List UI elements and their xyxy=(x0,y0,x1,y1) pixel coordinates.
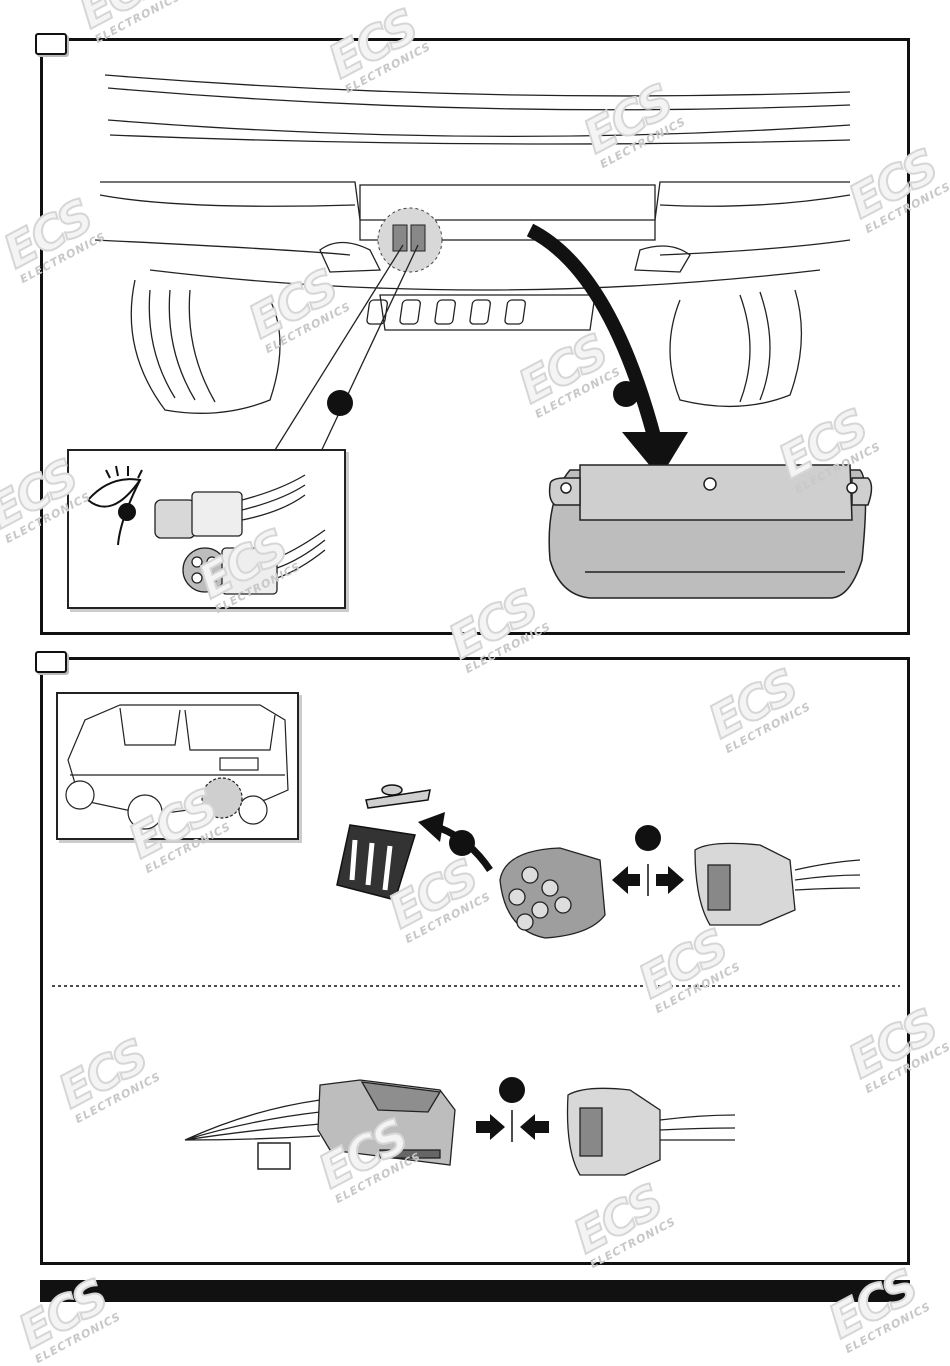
marker-1 xyxy=(449,830,475,856)
eye-icon xyxy=(87,465,143,546)
step-1-number-tab xyxy=(35,33,67,55)
tow-bar-cover xyxy=(548,464,873,599)
vehicle-overview xyxy=(65,704,289,830)
footer-bar xyxy=(40,1280,910,1302)
marker-3 xyxy=(499,1077,525,1103)
inset-leader-line-right xyxy=(317,244,419,459)
curved-arrow-icon xyxy=(526,223,688,478)
rear-wheels xyxy=(130,279,803,414)
marker-2 xyxy=(635,825,661,851)
connector-location-highlight xyxy=(377,207,443,273)
connect-arrows-icon xyxy=(476,1110,549,1142)
flat-connector-top xyxy=(694,842,861,926)
skid-plate-slots xyxy=(366,299,526,325)
car-rear-underside xyxy=(94,74,851,331)
flat-connector-bottom xyxy=(566,1087,736,1176)
step-2-number-tab xyxy=(35,651,67,673)
round-pin-connector xyxy=(499,847,606,939)
inset-leader-line-left xyxy=(269,244,404,459)
wiring-harness-connector xyxy=(184,1079,456,1166)
trash-bin-icon xyxy=(336,784,431,901)
connector-pair-top xyxy=(154,474,306,539)
marker-a xyxy=(327,390,353,416)
disconnect-arrows-icon xyxy=(612,864,684,896)
connector-pair-bottom xyxy=(182,529,326,595)
label-box xyxy=(257,1142,291,1170)
